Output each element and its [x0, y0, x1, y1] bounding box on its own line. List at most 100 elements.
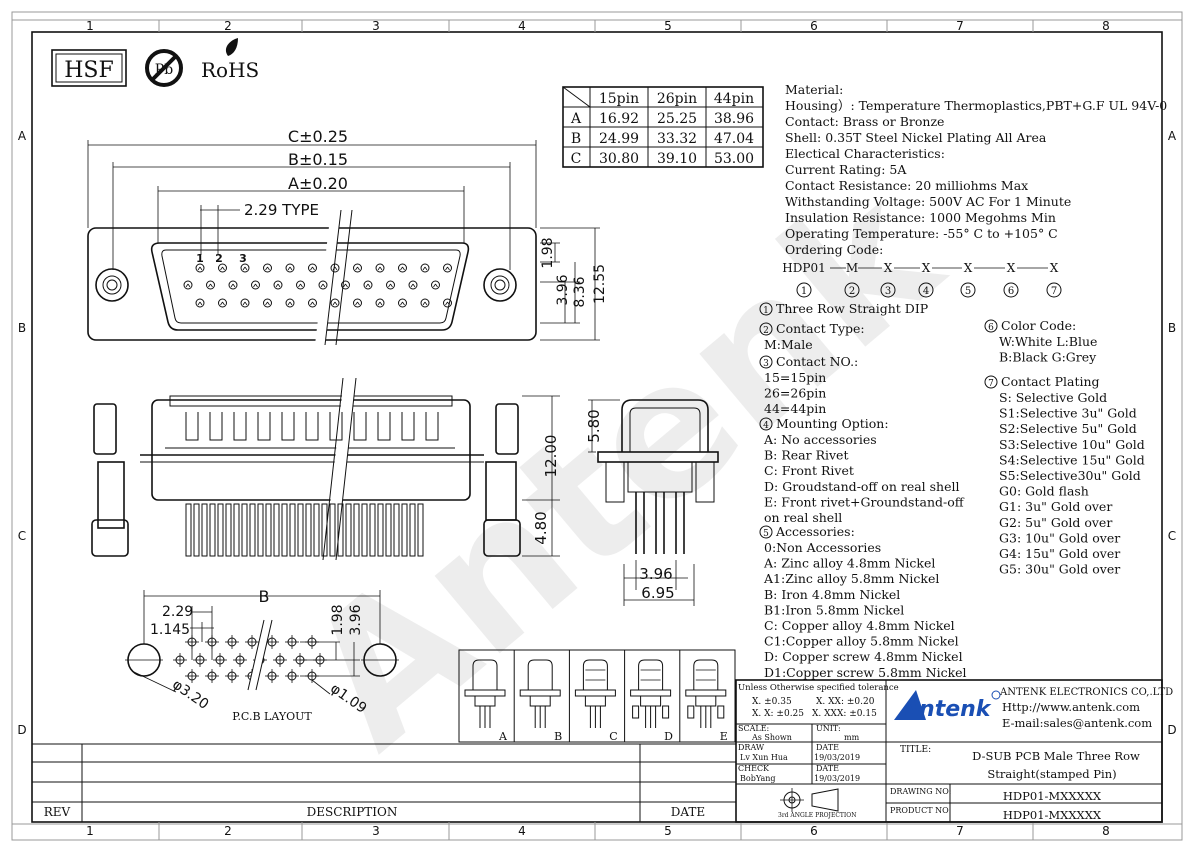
table-row-label: C [571, 151, 582, 167]
pin-hole [420, 298, 430, 308]
table-cell: 24.99 [599, 131, 639, 147]
contact-slot [305, 412, 319, 441]
mount-view-shell [693, 659, 719, 690]
spec-line: Operating Temperature: -55° C to +105° C [785, 226, 1058, 241]
ordering-number: 3 [885, 286, 891, 297]
option-title: Mounting Option: [776, 416, 889, 431]
mount-view-label: E [720, 730, 728, 743]
contact-pin [401, 503, 408, 557]
contact-slot [209, 412, 223, 441]
option-number-circle [759, 525, 773, 539]
table-cell: 47.04 [714, 131, 754, 147]
option-item: A1:Zinc alloy 5.8mm Nickel [763, 571, 939, 586]
pin-hole [240, 298, 250, 308]
type-label: 2.29 TYPE [244, 201, 319, 219]
pin-hole [308, 263, 317, 273]
column-number: 3 [372, 824, 380, 838]
product-no: HDP01-MXXXXX [1003, 808, 1102, 822]
ordering-code-part: X [1050, 261, 1059, 275]
table-header: 15pin [599, 91, 639, 107]
rev-label: REV [44, 805, 71, 819]
pin-hole [341, 280, 350, 290]
option-number: 4 [763, 421, 769, 431]
row-letter: A [18, 129, 27, 143]
option-item: 44=44pin [764, 401, 826, 416]
table-header: 44pin [714, 91, 754, 107]
pcb-layout-drawing [125, 619, 399, 691]
contact-pin [249, 503, 256, 557]
pin-hole [263, 263, 272, 273]
contact-pin [409, 503, 416, 557]
spec-line: Withstanding Voltage: 500V AC For 1 Minu… [785, 194, 1071, 209]
pin-hole [330, 298, 340, 308]
pin-hole [431, 280, 440, 290]
option-item: A: No accessories [763, 432, 877, 447]
table-cell: 38.96 [714, 111, 754, 127]
tolerance-line: X. XX: ±0.20 [816, 697, 875, 707]
pin-hole [206, 280, 215, 290]
pcb-dim-396-label: 3.96 [348, 604, 364, 635]
pin-hole [408, 280, 418, 290]
draw-label: DRAW [738, 743, 765, 752]
pin-hole [251, 280, 260, 290]
contact-pin [273, 503, 280, 557]
pin-hole [273, 280, 283, 290]
option-number: 5 [763, 529, 769, 539]
pin-hole [263, 298, 272, 308]
table-row-label: A [570, 111, 582, 127]
contact-slot [185, 412, 199, 441]
column-number: 8 [1102, 824, 1110, 838]
contact-pin [369, 503, 376, 557]
row-letter: C [18, 529, 26, 543]
title-label: TITLE: [900, 745, 931, 755]
pin-hole [386, 280, 395, 290]
dim-580-label: 5.80 [585, 409, 603, 442]
check-date: 19/03/2019 [814, 774, 860, 783]
ordering-number: 1 [801, 286, 807, 297]
option-number: 7 [988, 379, 994, 389]
contact-slot [233, 412, 247, 441]
spec-line: Current Rating: 5A [785, 162, 907, 177]
option-item: C: Copper alloy 4.8mm Nickel [764, 618, 955, 633]
spec-line: Contact Resistance: 20 milliohms Max [785, 178, 1028, 193]
dim-480-label: 4.80 [532, 511, 550, 544]
option-number: 6 [988, 323, 994, 333]
pin-hole [443, 298, 452, 308]
check-value: BobYang [740, 774, 776, 783]
column-number: 4 [518, 824, 526, 838]
contact-slot [329, 412, 343, 441]
pin-hole [228, 280, 238, 290]
mount-view-shell [638, 659, 664, 690]
ordering-code-part: X [964, 261, 973, 275]
contact-pin [209, 503, 216, 557]
column-number: 6 [810, 824, 818, 838]
option-item: 15=15pin [764, 370, 826, 385]
option-item: A: Zinc alloy 4.8mm Nickel [763, 556, 935, 571]
row-letter: B [1168, 321, 1176, 335]
description-label: DESCRIPTION [307, 805, 398, 819]
pin-hole [296, 280, 305, 290]
pin-hole [285, 263, 295, 273]
scale-value: As Shown [751, 733, 792, 742]
pin-hole [218, 263, 227, 273]
contact-pin [289, 503, 296, 557]
option-item: C1:Copper alloy 5.8mm Nickel [764, 634, 959, 649]
tolerance-line: X. X: ±0.25 [752, 709, 804, 719]
pin-hole [308, 298, 317, 308]
option-number: 2 [763, 326, 769, 336]
pin-hole [330, 263, 340, 273]
dim-c-label: C±0.25 [288, 127, 348, 146]
mount-view-shell [472, 659, 498, 690]
spec-line: Housing）: Temperature Thermoplastics,PBT… [785, 98, 1167, 113]
pcb-dim-229-label: 2.29 [162, 604, 193, 620]
column-number: 1 [86, 19, 94, 33]
check-label: CHECK [738, 764, 770, 773]
option-item: G2: 5u" Gold over [999, 515, 1112, 530]
option-item: S2:Selective 5u" Gold [999, 421, 1137, 436]
